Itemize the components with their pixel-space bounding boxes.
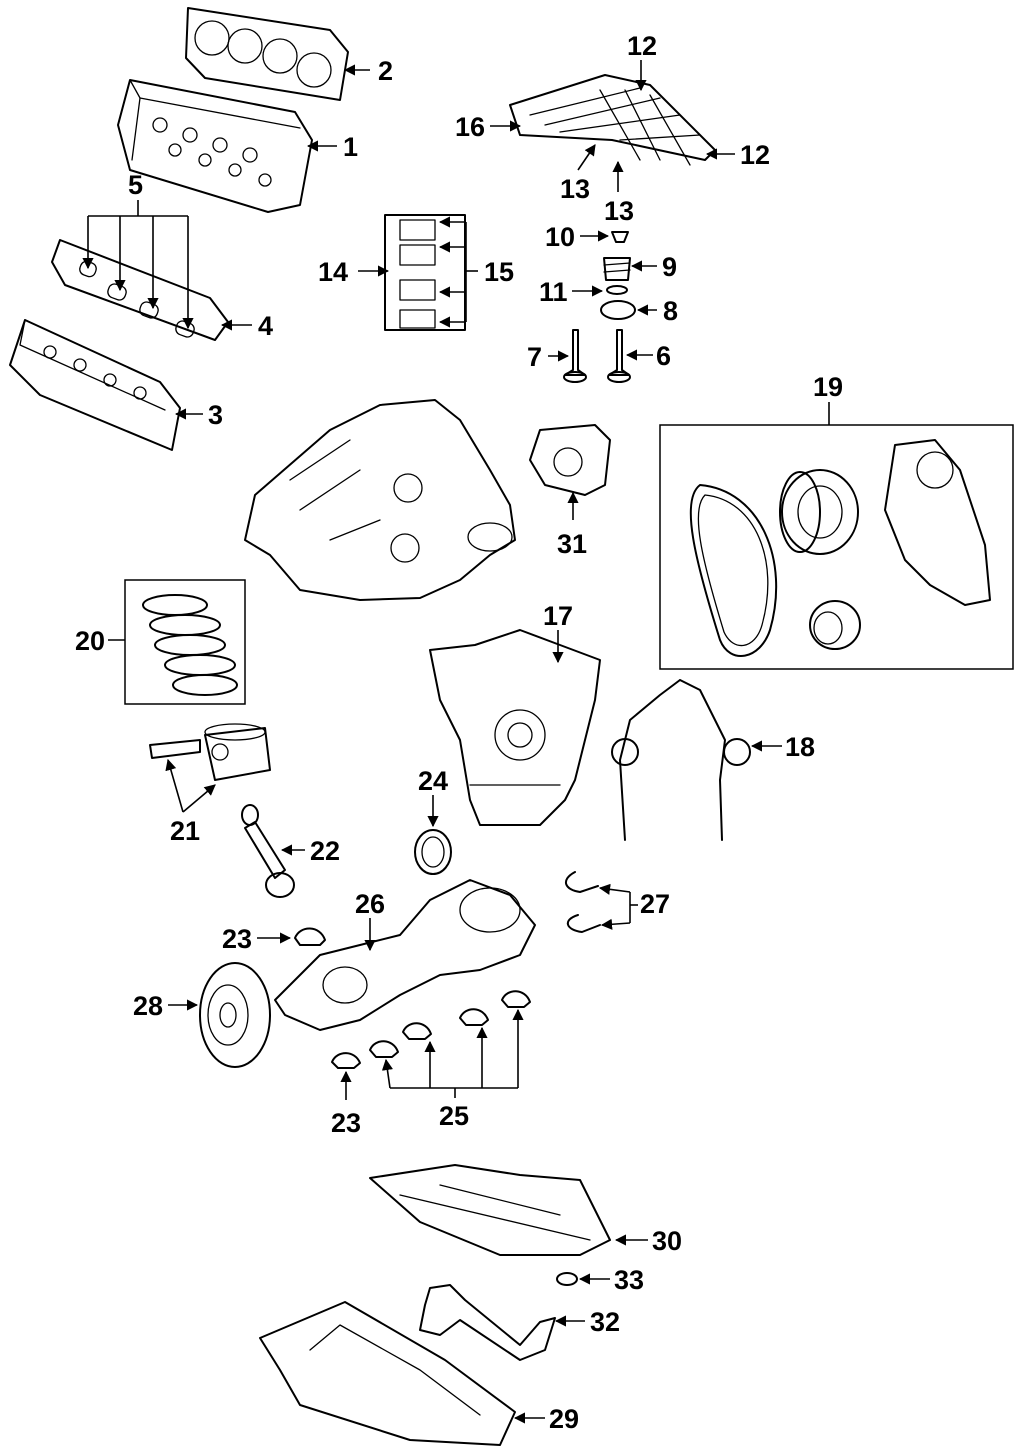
callout-33: 33 xyxy=(614,1265,644,1295)
callout-labels: 1 2 3 4 5 6 7 8 9 10 11 12 12 13 13 14 1… xyxy=(75,31,843,1434)
bearings xyxy=(294,927,531,1069)
piston-and-pin xyxy=(149,723,271,781)
callout-1: 1 xyxy=(343,132,358,162)
callout-12-top: 12 xyxy=(627,31,657,61)
piston-rings-box xyxy=(124,579,246,705)
callout-9: 9 xyxy=(662,252,677,282)
crank-sprocket xyxy=(809,600,861,650)
callout-23-top: 23 xyxy=(222,924,252,954)
callout-30: 30 xyxy=(652,1226,682,1256)
callout-3: 3 xyxy=(208,400,223,430)
oil-pump xyxy=(529,424,611,496)
cylinder-head xyxy=(117,79,313,213)
callout-8: 8 xyxy=(663,296,678,326)
cam-sprocket xyxy=(779,469,859,555)
callout-11: 11 xyxy=(539,277,568,307)
callout-12-right: 12 xyxy=(740,140,770,170)
timing-cover-gasket xyxy=(611,679,751,841)
callout-20: 20 xyxy=(75,626,105,656)
timing-cover xyxy=(429,629,601,826)
valve-spring-parts xyxy=(600,231,636,320)
callout-29: 29 xyxy=(549,1404,579,1434)
callout-5: 5 xyxy=(128,170,143,200)
callout-31: 31 xyxy=(557,529,587,559)
callout-10: 10 xyxy=(545,222,575,252)
oil-pickup-tube xyxy=(419,1284,556,1361)
connecting-rod xyxy=(241,804,295,898)
callout-26: 26 xyxy=(355,889,385,919)
callout-19: 19 xyxy=(813,372,843,402)
callout-14: 14 xyxy=(318,257,348,287)
callout-13-right: 13 xyxy=(604,196,634,226)
vibration-damper xyxy=(199,962,271,1068)
callout-22: 22 xyxy=(310,836,340,866)
leader-lines xyxy=(82,60,830,1424)
callout-21: 21 xyxy=(170,816,200,846)
callout-6: 6 xyxy=(656,341,671,371)
cylinder-head-gasket xyxy=(185,7,349,101)
callout-24: 24 xyxy=(418,766,448,796)
pickup-o-ring xyxy=(556,1272,578,1286)
callout-28: 28 xyxy=(133,991,163,1021)
oil-pan xyxy=(259,1301,516,1446)
callout-15: 15 xyxy=(484,257,514,287)
chain-tensioner-guide xyxy=(884,439,991,606)
front-crank-seal xyxy=(414,829,452,875)
callout-7: 7 xyxy=(527,342,542,372)
crankshaft xyxy=(274,879,536,1031)
lifter-guide xyxy=(384,214,466,331)
rocker-arm-assembly xyxy=(509,74,716,166)
valve-cover-gasket xyxy=(51,239,229,341)
callout-25: 25 xyxy=(439,1101,469,1131)
timing-chain xyxy=(689,484,778,657)
valve-cover xyxy=(9,319,181,451)
oil-pan-baffle xyxy=(369,1164,611,1256)
callout-32: 32 xyxy=(590,1307,620,1337)
callout-17: 17 xyxy=(543,601,573,631)
callout-27: 27 xyxy=(640,889,670,919)
callout-2: 2 xyxy=(378,56,393,86)
callout-13-left: 13 xyxy=(560,174,590,204)
valves xyxy=(563,329,631,383)
callout-4: 4 xyxy=(258,311,273,341)
callout-23-bottom: 23 xyxy=(331,1108,361,1138)
timing-kit-box xyxy=(659,424,1014,670)
callout-16: 16 xyxy=(455,112,485,142)
piston-rings xyxy=(142,594,238,696)
thrust-washers xyxy=(565,871,601,933)
callout-18: 18 xyxy=(785,732,815,762)
engine-block xyxy=(244,399,516,601)
